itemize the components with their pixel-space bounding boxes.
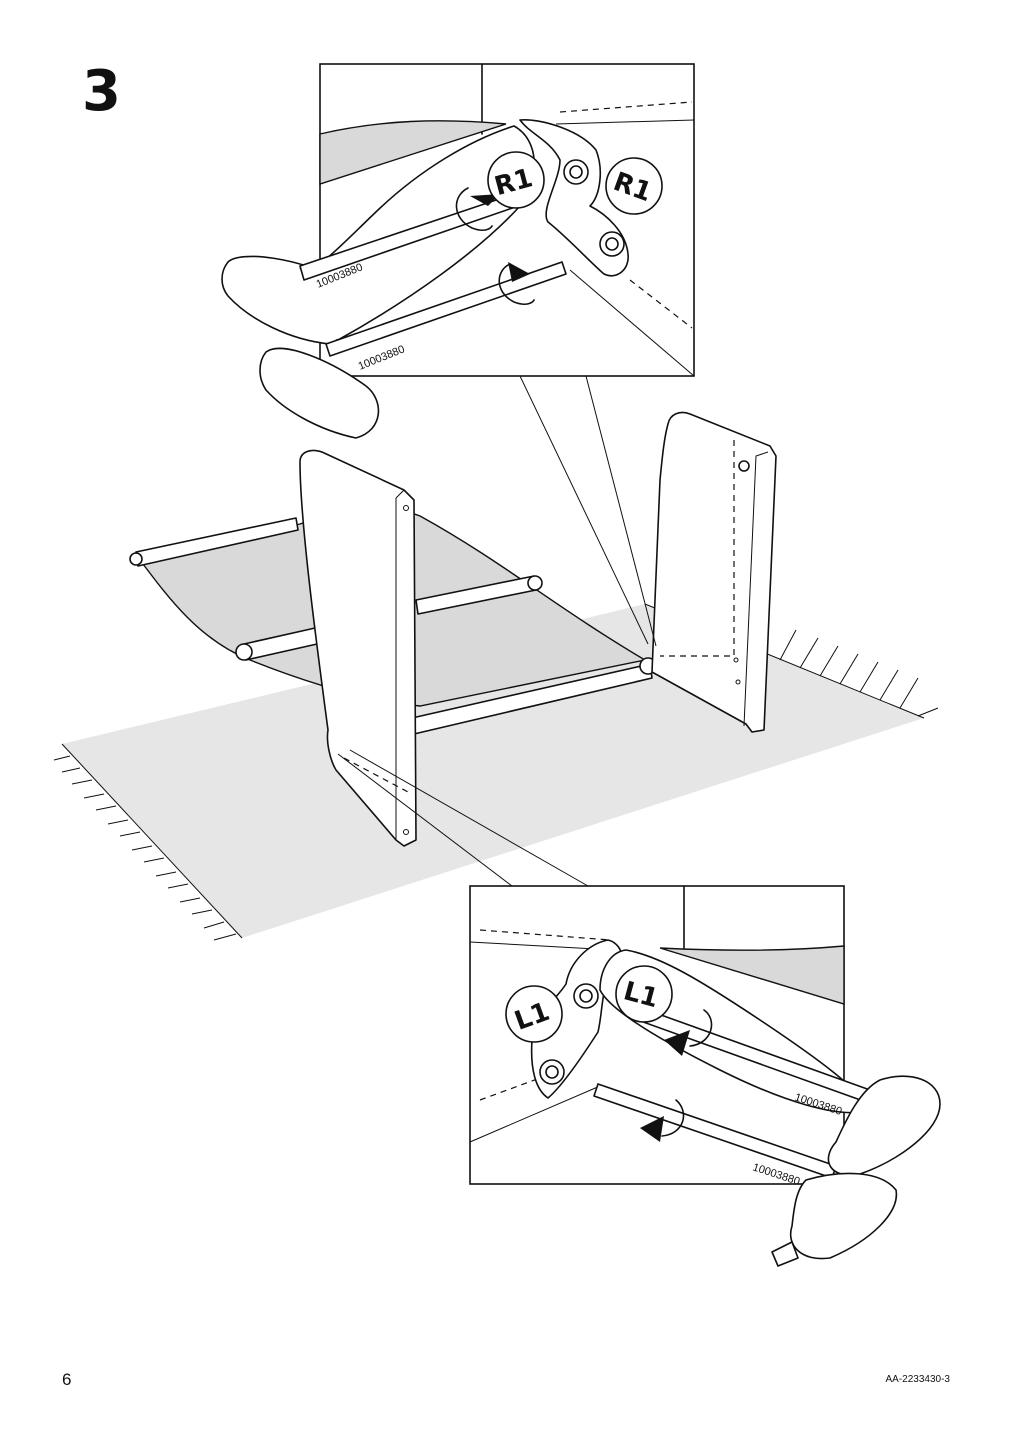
armrest-cushion-lower-bottom (789, 1172, 898, 1260)
callout-lines (337, 375, 657, 887)
page-number: 6 (62, 1370, 72, 1389)
armrest-cushion-lower (259, 347, 380, 439)
bottom-detail: 10003880 10003880 L1 L1 (469, 885, 941, 1267)
armrest-cushion-upper-bottom (827, 1075, 941, 1176)
document-code: AA-2233430-3 (885, 1374, 951, 1385)
chair-frame (129, 411, 777, 847)
top-detail: 10003880 10003880 R1 R1 (221, 63, 695, 439)
left-side-panel (299, 449, 417, 847)
right-side-panel (651, 411, 777, 733)
step-number: 3 (82, 59, 121, 124)
